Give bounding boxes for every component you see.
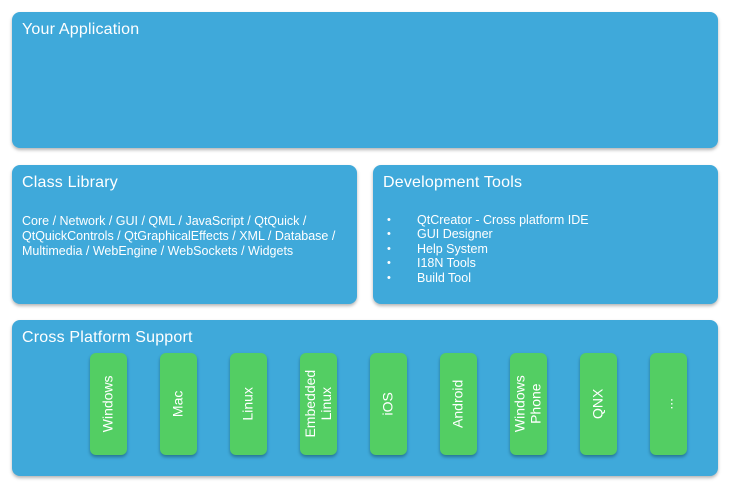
your-application-box: Your Application [12,12,718,148]
class-library-title: Class Library [22,174,118,191]
platform-mac: Mac [160,353,197,455]
platform-android: Android [440,353,477,455]
cross-platform-support-title: Cross Platform Support [22,329,193,346]
platform-windows: Windows [90,353,127,455]
platform-qnx: QNX [580,353,617,455]
platform-windows-phone: Windows Phone [510,353,547,455]
list-item-build-tool: Build Tool [387,271,718,286]
platform-mac-label: Mac [169,390,186,418]
platform-qnx-label: QNX [589,388,606,420]
development-tools-title: Development Tools [383,174,523,191]
platform-more: ... [650,353,687,455]
class-library-modules-text: Core / Network / GUI / QML / JavaScript … [22,214,336,258]
cross-platform-support-box: Cross Platform Support Windows Mac Linux… [12,320,718,476]
development-tools-list: QtCreator - Cross platform IDE GUI Desig… [373,213,718,285]
list-item-help-system: Help System [387,242,718,257]
development-tools-box: Development Tools QtCreator - Cross plat… [373,165,718,304]
platform-linux: Linux [230,353,267,455]
class-library-box: Class Library Core / Network / GUI / QML… [12,165,357,304]
your-application-title: Your Application [22,21,140,38]
platform-embedded-linux: Embedded Linux [300,353,337,455]
platform-linux-label: Linux [239,387,256,421]
list-item-qtcreator: QtCreator - Cross platform IDE [387,213,718,228]
platform-windows-label: Windows [99,375,116,433]
list-item-i18n-tools: I18N Tools [387,256,718,271]
platform-tiles-row: Windows Mac Linux Embedded Linux iOS And… [90,353,687,455]
platform-ios: iOS [370,353,407,455]
platform-windows-phone-label: Windows Phone [511,375,544,433]
list-item-gui-designer: GUI Designer [387,227,718,242]
platform-ios-label: iOS [379,392,396,416]
platform-embedded-linux-label: Embedded Linux [301,370,334,438]
platform-android-label: Android [449,379,466,429]
platform-more-label: ... [659,398,676,410]
